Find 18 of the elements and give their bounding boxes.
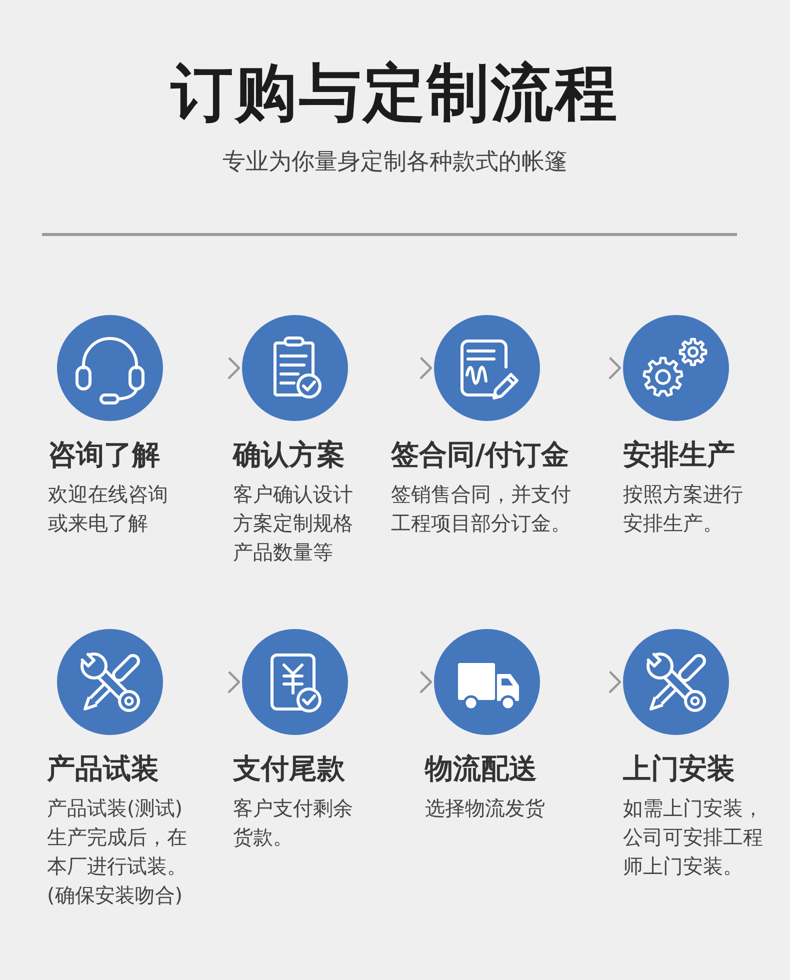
step-title: 上门安装 (623, 751, 735, 787)
step-title: 物流配送 (425, 751, 537, 787)
step-description: 签销售合同，并支付工程项目部分订金。 (391, 481, 572, 537)
step-description: 客户确认设计方案定制规格产品数量等 (233, 481, 354, 566)
step-title: 安排生产 (623, 437, 735, 473)
step-title: 产品试装 (47, 751, 159, 787)
subtitle: 专业为你量身定制各种款式的帐篷 (222, 148, 568, 177)
step-title: 咨询了解 (48, 437, 160, 473)
step-description: 欢迎在线咨询或来电了解 (48, 481, 169, 537)
step-description: 客户支付剩余货款。 (233, 795, 354, 851)
step-title: 签合同/付订金 (391, 437, 570, 473)
step-description: 如需上门安装，公司可安排工程师上门安装。 (623, 795, 764, 880)
step-description: 产品试装(测试)生产完成后，在本厂进行试装。(确保安装吻合) (47, 795, 188, 909)
step-description: 选择物流发货 (425, 795, 546, 822)
step-description: 按照方案进行安排生产。 (623, 481, 744, 537)
step-title: 支付尾款 (233, 751, 345, 787)
title: 订购与定制流程 (171, 56, 619, 130)
step-title: 确认方案 (233, 437, 345, 473)
